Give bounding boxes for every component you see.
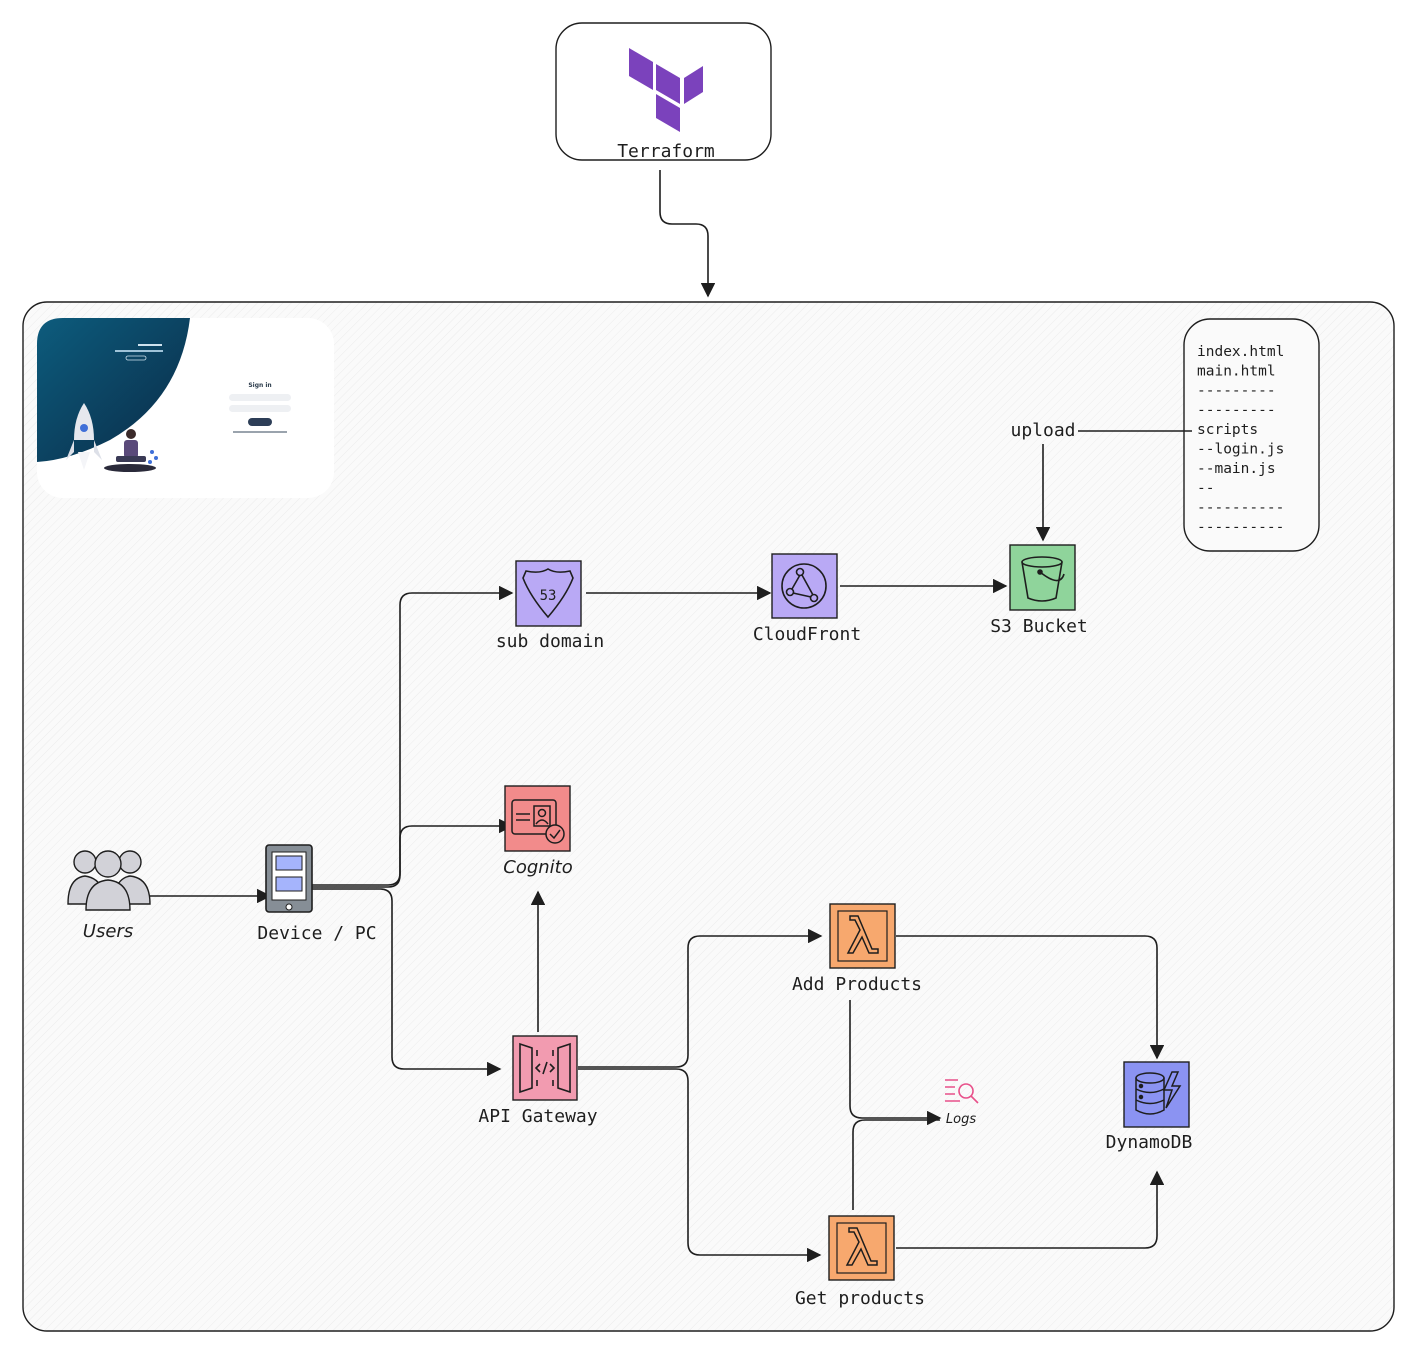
edge-addproducts-to-dynamodb: [896, 935, 1165, 1060]
cloudfront-label: CloudFront: [753, 624, 861, 645]
lambda-icon: [837, 910, 888, 962]
terraform-label: Terraform: [617, 141, 715, 162]
file-line: --: [1197, 481, 1214, 497]
terraform-logo-icon: [629, 48, 703, 132]
sign-in-title: Sign in: [248, 382, 271, 389]
device-label: Device / PC: [257, 923, 376, 944]
get-products-node[interactable]: Get products: [795, 1215, 925, 1309]
file-line: index.html: [1197, 344, 1284, 360]
cloudfront-node[interactable]: CloudFront: [753, 553, 861, 645]
file-line: ---------: [1197, 403, 1276, 419]
api-gateway-icon: [519, 1042, 571, 1094]
s3-bucket-icon: [1021, 556, 1065, 602]
mini-username-field: [229, 394, 291, 401]
edge-getproducts-to-dynamodb: [896, 1170, 1165, 1249]
s3-node[interactable]: S3 Bucket: [990, 544, 1088, 637]
logs-icon: [945, 1079, 979, 1104]
edge-apigateway-to-getproducts: [578, 1068, 822, 1263]
rocket-illustration: [66, 403, 102, 470]
login-page-screenshot: Sign in: [37, 318, 334, 498]
dynamodb-label: DynamoDB: [1106, 1132, 1193, 1153]
route53-badge: 53: [540, 588, 557, 604]
file-line: --login.js: [1197, 442, 1284, 458]
cognito-label: Cognito: [503, 857, 573, 878]
mini-sign-in-button: [248, 418, 272, 426]
device-icon: [265, 844, 313, 913]
edge-apigateway-to-addproducts: [578, 928, 823, 1068]
file-line: ----------: [1197, 500, 1284, 516]
person-illustration: [104, 429, 158, 472]
dynamodb-icon: [1135, 1071, 1182, 1115]
s3-label: S3 Bucket: [990, 616, 1088, 637]
dynamodb-node[interactable]: DynamoDB: [1106, 1061, 1193, 1153]
file-line: scripts: [1197, 422, 1258, 438]
files-list: index.html main.html --------- --------- scr…: [1197, 344, 1284, 536]
edge-getproducts-to-logs: [852, 1119, 940, 1210]
edge-addproducts-to-logs: [849, 1000, 942, 1126]
file-line: main.html: [1197, 364, 1276, 380]
file-line: ---------: [1197, 383, 1276, 399]
get-products-label: Get products: [795, 1288, 925, 1309]
file-line: ----------: [1197, 520, 1284, 536]
file-line: --main.js: [1197, 461, 1276, 477]
subdomain-label: sub domain: [496, 631, 604, 652]
cognito-node[interactable]: Cognito: [503, 785, 573, 878]
logs-node[interactable]: Logs: [945, 1079, 979, 1127]
logs-label: Logs: [946, 1112, 976, 1127]
users-icon: [67, 850, 151, 911]
edge-device-to-cognito: [312, 818, 514, 888]
lambda-icon: [836, 1222, 887, 1274]
terraform-node[interactable]: Terraform: [555, 22, 772, 162]
route53-icon: 53: [522, 568, 574, 619]
cloudfront-icon: [781, 563, 827, 609]
edge-terraform-to-cloud: [659, 170, 716, 298]
users-label: Users: [83, 921, 133, 942]
edge-device-to-subdomain: [312, 585, 514, 886]
edge-device-to-apigateway: [312, 888, 502, 1077]
add-products-label: Add Products: [792, 974, 922, 995]
upload-label: upload: [1010, 420, 1075, 441]
apigw-node[interactable]: API Gateway: [478, 1035, 598, 1127]
apigw-label: API Gateway: [478, 1106, 597, 1127]
cognito-icon: [511, 799, 565, 844]
device-node[interactable]: Device / PC: [257, 844, 377, 944]
users-node[interactable]: Users: [67, 850, 151, 942]
add-products-node[interactable]: Add Products: [792, 903, 922, 995]
subdomain-node[interactable]: 53 sub domain: [496, 560, 604, 652]
mini-password-field: [229, 405, 291, 412]
files-list-box: index.html main.html --------- --------- scr…: [1183, 318, 1320, 552]
